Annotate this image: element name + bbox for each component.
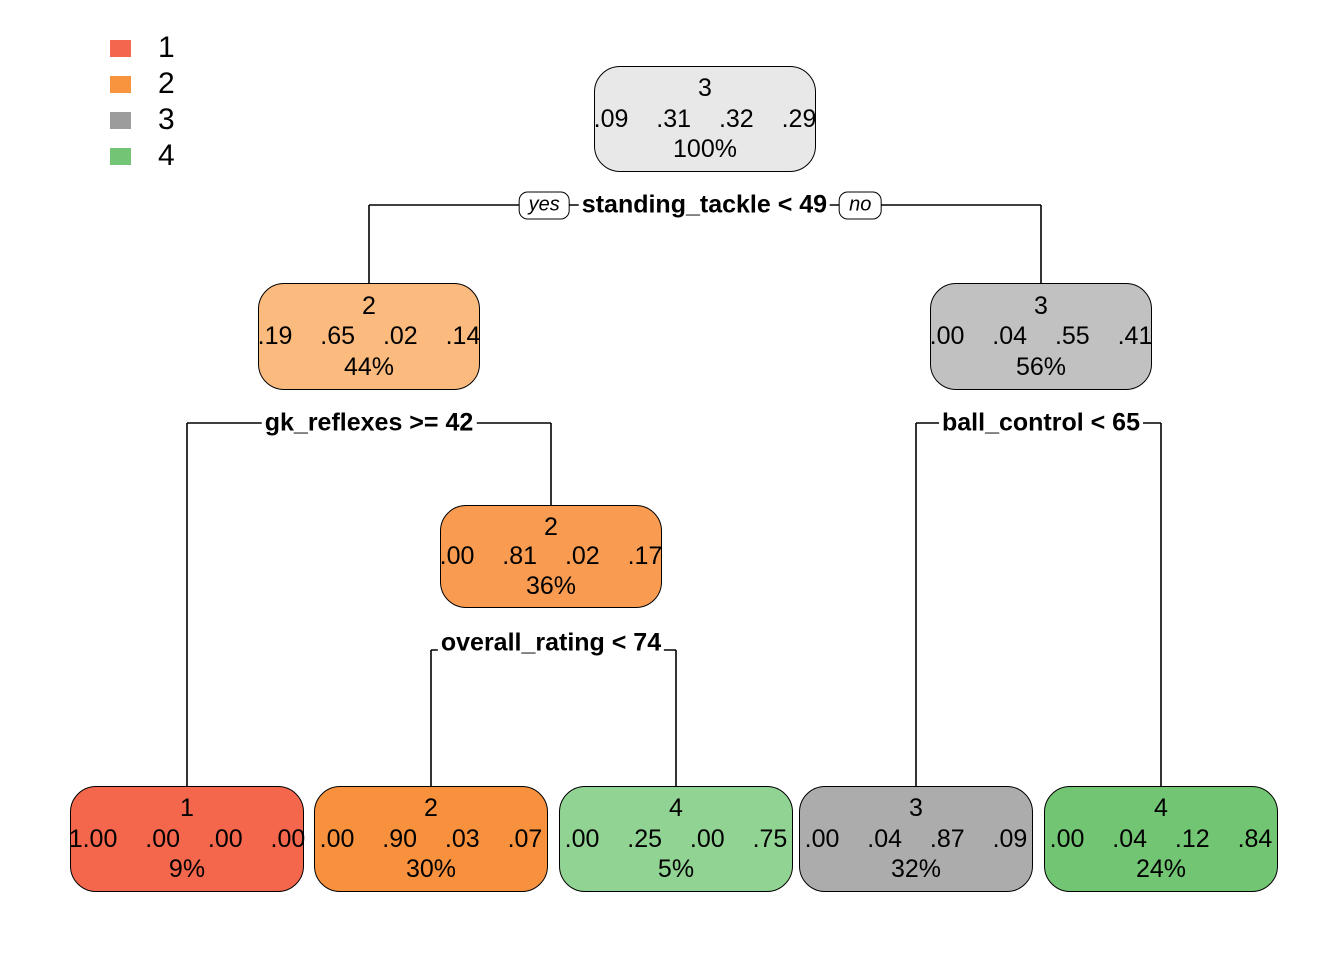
node-class: 1 bbox=[180, 794, 194, 823]
tree-leaf-class2-30pct: 2 .00 .90 .03 .07 30% bbox=[314, 786, 548, 892]
node-probabilities: .00 .04 .87 .09 bbox=[804, 824, 1028, 853]
node-class: 3 bbox=[698, 74, 712, 103]
node-coverage: 32% bbox=[890, 855, 942, 884]
tree-node-root: 3 .09 .31 .32 .29 100% bbox=[594, 66, 816, 172]
node-class: 2 bbox=[362, 291, 376, 320]
node-class: 2 bbox=[544, 512, 558, 541]
node-coverage: 24% bbox=[1135, 855, 1187, 884]
tree-leaf-class3-32pct: 3 .00 .04 .87 .09 32% bbox=[799, 786, 1033, 892]
node-coverage: 36% bbox=[525, 572, 577, 601]
legend-item-class-2: 2 bbox=[110, 66, 175, 102]
legend-label-class-1: 1 bbox=[158, 31, 175, 64]
node-probabilities: 1.00 .00 .00 .00 bbox=[68, 824, 306, 853]
node-probabilities: .00 .04 .12 .84 bbox=[1049, 824, 1273, 853]
node-class: 2 bbox=[424, 794, 438, 823]
tree-leaf-class4-24pct: 4 .00 .04 .12 .84 24% bbox=[1044, 786, 1278, 892]
split-ball-control: ball_control < 65 bbox=[939, 408, 1143, 438]
legend-item-class-1: 1 bbox=[110, 30, 175, 66]
tree-node-left-44pct: 2 .19 .65 .02 .14 44% bbox=[258, 283, 480, 390]
node-probabilities: .00 .90 .03 .07 bbox=[319, 824, 543, 853]
node-coverage: 9% bbox=[168, 855, 206, 884]
legend-label-class-2: 2 bbox=[158, 67, 175, 100]
tree-leaf-class1-9pct: 1 1.00 .00 .00 .00 9% bbox=[68, 786, 306, 892]
yes-branch-label: yes bbox=[518, 191, 570, 219]
node-coverage: 5% bbox=[657, 855, 695, 884]
node-coverage: 44% bbox=[343, 353, 395, 382]
node-coverage: 56% bbox=[1015, 353, 1067, 382]
node-class: 4 bbox=[1154, 794, 1168, 823]
legend-swatch-class-1 bbox=[110, 39, 131, 57]
node-class: 4 bbox=[669, 794, 683, 823]
legend-item-class-3: 3 bbox=[110, 102, 175, 138]
node-class: 3 bbox=[909, 794, 923, 823]
legend-swatch-class-3 bbox=[110, 111, 131, 129]
tree-node-mid-36pct: 2 .00 .81 .02 .17 36% bbox=[440, 505, 662, 608]
tree-leaf-class4-5pct: 4 .00 .25 .00 .75 5% bbox=[559, 786, 793, 892]
tree-node-right-56pct: 3 .00 .04 .55 .41 56% bbox=[930, 283, 1152, 390]
node-class: 3 bbox=[1034, 291, 1048, 320]
split-gk-reflexes: gk_reflexes >= 42 bbox=[261, 408, 477, 438]
node-probabilities: .00 .04 .55 .41 bbox=[929, 322, 1153, 351]
legend-label-class-4: 4 bbox=[158, 139, 175, 172]
node-probabilities: .00 .81 .02 .17 bbox=[439, 542, 663, 571]
legend-label-class-3: 3 bbox=[158, 103, 175, 136]
no-branch-label: no bbox=[839, 191, 882, 219]
split-condition-standing-tackle: standing_tackle < 49 bbox=[578, 190, 831, 220]
split-condition-overall-rating: overall_rating < 74 bbox=[437, 628, 665, 658]
node-coverage: 100% bbox=[673, 135, 737, 164]
node-probabilities: .19 .65 .02 .14 bbox=[257, 322, 481, 351]
split-standing-tackle: yes standing_tackle < 49 no bbox=[518, 190, 882, 220]
legend-swatch-class-4 bbox=[110, 147, 131, 165]
node-probabilities: .00 .25 .00 .75 bbox=[564, 824, 788, 853]
legend-swatch-class-2 bbox=[110, 75, 131, 93]
node-coverage: 30% bbox=[405, 855, 457, 884]
split-condition-gk-reflexes: gk_reflexes >= 42 bbox=[261, 408, 477, 438]
split-condition-ball-control: ball_control < 65 bbox=[939, 408, 1143, 438]
split-overall-rating: overall_rating < 74 bbox=[437, 628, 665, 658]
legend-item-class-4: 4 bbox=[110, 138, 175, 174]
node-probabilities: .09 .31 .32 .29 bbox=[593, 104, 817, 133]
legend: 1 2 3 4 bbox=[110, 30, 175, 174]
